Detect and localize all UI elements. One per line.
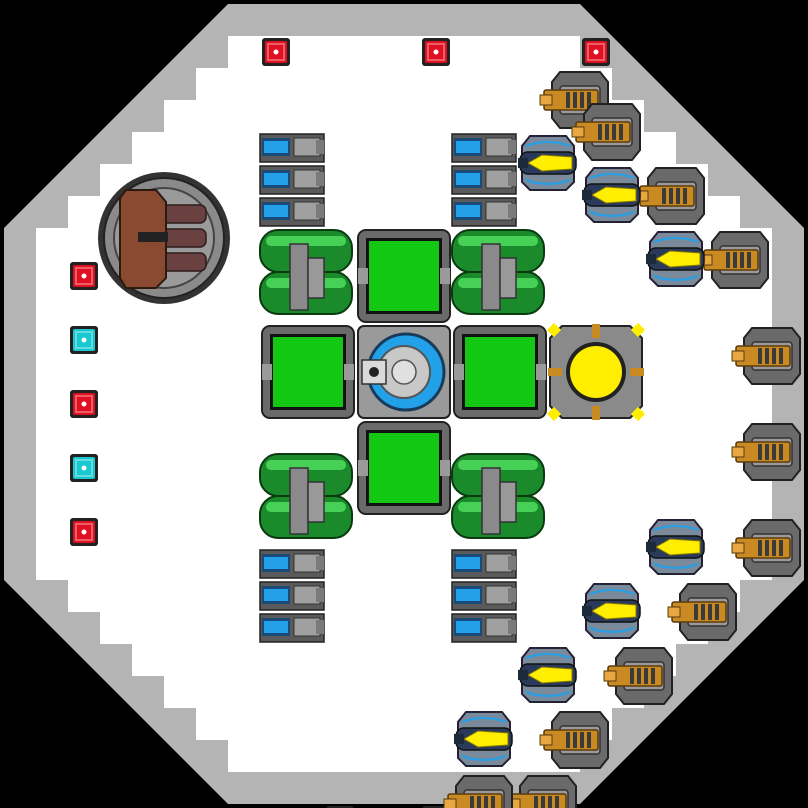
- thruster-icon: [259, 549, 325, 579]
- thruster-icon: [451, 197, 517, 227]
- armor-block-icon: [70, 262, 98, 290]
- thruster-icon: [451, 613, 517, 643]
- gatling-turret-icon: [539, 711, 609, 769]
- gatling-turret-icon: [507, 775, 577, 808]
- armor-block-icon: [262, 38, 290, 66]
- armor-block-cyan-icon: [70, 454, 98, 482]
- missile-turret-icon: [582, 167, 641, 223]
- missile-turret-icon: [454, 711, 513, 767]
- missile-turret-icon: [646, 519, 705, 575]
- thruster-icon: [451, 133, 517, 163]
- green-module-icon: [261, 325, 355, 419]
- thruster-icon: [451, 549, 517, 579]
- gatling-turret-icon: [731, 519, 801, 577]
- gatling-turret-icon: [635, 167, 705, 225]
- thruster-icon: [259, 613, 325, 643]
- gatling-turret-icon: [731, 327, 801, 385]
- thruster-icon: [451, 165, 517, 195]
- missile-turret-icon: [518, 647, 577, 703]
- power-cell-icon: [451, 229, 545, 315]
- command-core-icon: [357, 325, 451, 419]
- power-cell-icon: [259, 453, 353, 539]
- heavy-cannon-icon: [98, 172, 230, 304]
- power-cell-icon: [259, 229, 353, 315]
- gatling-turret-icon: [731, 423, 801, 481]
- green-module-icon: [453, 325, 547, 419]
- power-cell-icon: [451, 453, 545, 539]
- armor-block-cyan-icon: [70, 326, 98, 354]
- gatling-turret-icon: [699, 231, 769, 289]
- armor-block-icon: [70, 390, 98, 418]
- gatling-turret-icon: [603, 647, 673, 705]
- missile-turret-icon: [582, 583, 641, 639]
- yellow-core-icon: [546, 322, 646, 422]
- thruster-icon: [259, 165, 325, 195]
- armor-block-icon: [422, 38, 450, 66]
- gatling-turret-icon: [667, 583, 737, 641]
- gatling-turret-icon: [539, 71, 609, 129]
- thruster-icon: [451, 581, 517, 611]
- green-module-icon: [357, 229, 451, 323]
- thruster-icon: [259, 197, 325, 227]
- armor-block-icon: [70, 518, 98, 546]
- gatling-turret-icon: [571, 103, 641, 161]
- missile-turret-icon: [646, 231, 705, 287]
- missile-turret-icon: [518, 135, 577, 191]
- armor-block-icon: [582, 38, 610, 66]
- thruster-icon: [259, 133, 325, 163]
- thruster-icon: [259, 581, 325, 611]
- gatling-turret-icon: [443, 775, 513, 808]
- green-module-icon: [357, 421, 451, 515]
